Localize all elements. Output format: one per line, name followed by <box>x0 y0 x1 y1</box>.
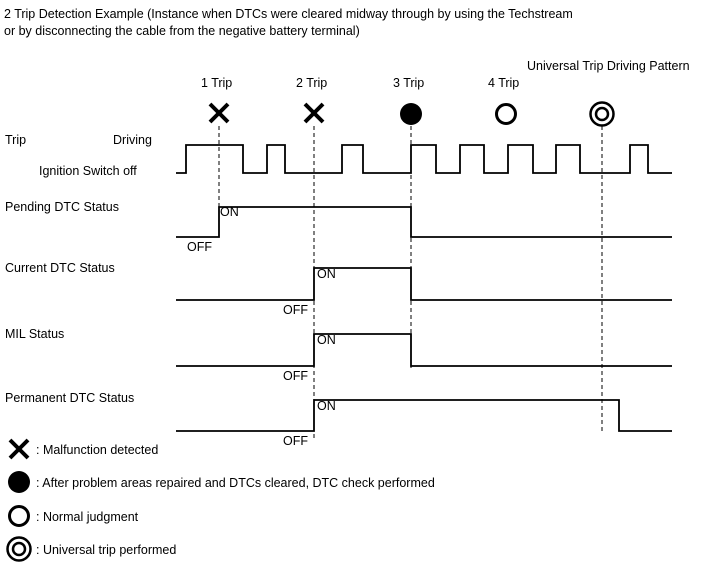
trip-low-label: Ignition Switch off <box>39 164 137 178</box>
trip-marker-label-1: 1 Trip <box>201 76 233 90</box>
legend-text-1: : Malfunction detected <box>36 443 159 457</box>
permanent-off-label: OFF <box>283 434 308 448</box>
waveform-current-dtc <box>176 267 672 301</box>
current-on-label: ON <box>317 267 336 281</box>
permanent-on-label: ON <box>317 399 336 413</box>
mil-on-label: ON <box>317 333 336 347</box>
row-label-pending-dtc-status: Pending DTC Status <box>5 200 119 214</box>
legend-symbol-open-circle <box>8 505 30 527</box>
legend-symbol-double-circle <box>6 536 32 562</box>
row-label-trip: Trip <box>5 133 27 147</box>
waveform-mil <box>176 333 672 367</box>
trip-symbol-double-circle <box>589 101 615 127</box>
title-line-1: 2 Trip Detection Example (Instance when … <box>4 7 573 21</box>
row-label-mil-status: MIL Status <box>5 327 65 341</box>
pending-off-label: OFF <box>187 240 212 254</box>
row-label-current-dtc-status: Current DTC Status <box>5 261 115 275</box>
trip-marker-label-4: 4 Trip <box>488 76 520 90</box>
row-label-permanent-dtc-status: Permanent DTC Status <box>5 391 135 405</box>
legend-text-2: : After problem areas repaired and DTCs … <box>36 476 435 490</box>
trip-symbol-filled-circle <box>400 103 422 125</box>
title-line-2: or by disconnecting the cable from the n… <box>4 24 360 38</box>
trip-high-label: Driving <box>113 133 152 147</box>
trip-marker-label-2: 2 Trip <box>296 76 328 90</box>
legend-text-4: : Universal trip performed <box>36 543 177 557</box>
legend-text-3: : Normal judgment <box>36 510 139 524</box>
trip-symbol-cross-2 <box>303 102 325 124</box>
legend-symbol-filled-circle <box>8 471 30 493</box>
page-title: 2 Trip Detection Example (Instance when … <box>4 6 704 40</box>
current-off-label: OFF <box>283 303 308 317</box>
trip-symbol-open-circle <box>495 103 517 125</box>
trip-marker-label-5: Universal Trip Driving Pattern <box>527 59 690 73</box>
mil-off-label: OFF <box>283 369 308 383</box>
pending-on-label: ON <box>220 205 239 219</box>
waveform-permanent-dtc <box>176 399 672 432</box>
waveform-pending-dtc <box>176 206 672 238</box>
waveform-trip <box>176 144 672 174</box>
trip-symbol-cross-1 <box>208 102 230 124</box>
trip-marker-label-3: 3 Trip <box>393 76 425 90</box>
legend-symbol-cross <box>8 438 30 460</box>
